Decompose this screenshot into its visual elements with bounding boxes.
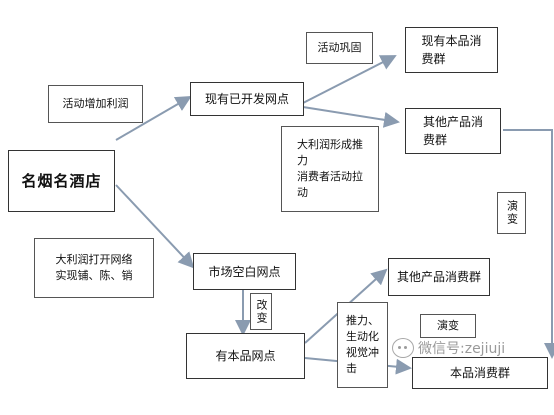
node-own-consumers-bottom: 本品消费群 — [412, 357, 548, 389]
arrow-existing-to-other-top — [302, 106, 400, 128]
label-evolve-right: 演变 — [497, 192, 526, 234]
arrow-existing-to-own-top — [302, 55, 397, 104]
node-own-consumers-top: 现有本品消 费群 — [405, 27, 498, 73]
arrow-brand-to-blank — [115, 184, 195, 269]
node-own-product-outlets: 有本品网点 — [186, 333, 305, 379]
label-activity-consolidate: 活动巩固 — [306, 32, 373, 64]
label-change: 改变 — [250, 293, 272, 330]
label-push-vivid-visual-impact: 推力、 生动化 视觉冲 击 — [337, 302, 388, 388]
node-other-consumers-bottom: 其他产品消费群 — [388, 258, 490, 296]
label-evolve-bottom: 演变 — [420, 314, 476, 338]
label-profit-open-network: 大利润打开网络 实现铺、陈、销 — [34, 238, 154, 298]
arrow-brand-to-existing — [115, 95, 192, 141]
arrow-other-top-to-own-bottom — [503, 129, 554, 359]
node-other-consumers-top: 其他产品消 费群 — [405, 108, 501, 154]
label-profit-push-consumer-pull: 大利润形成推 力 消费者活动拉 动 — [281, 126, 379, 212]
node-market-blank-outlets: 市场空白网点 — [193, 253, 296, 290]
label-activity-increase-profit: 活动增加利润 — [48, 85, 143, 123]
node-existing-outlets: 现有已开发网点 — [190, 82, 304, 116]
node-famous-brand-store: 名烟名酒店 — [8, 150, 115, 212]
